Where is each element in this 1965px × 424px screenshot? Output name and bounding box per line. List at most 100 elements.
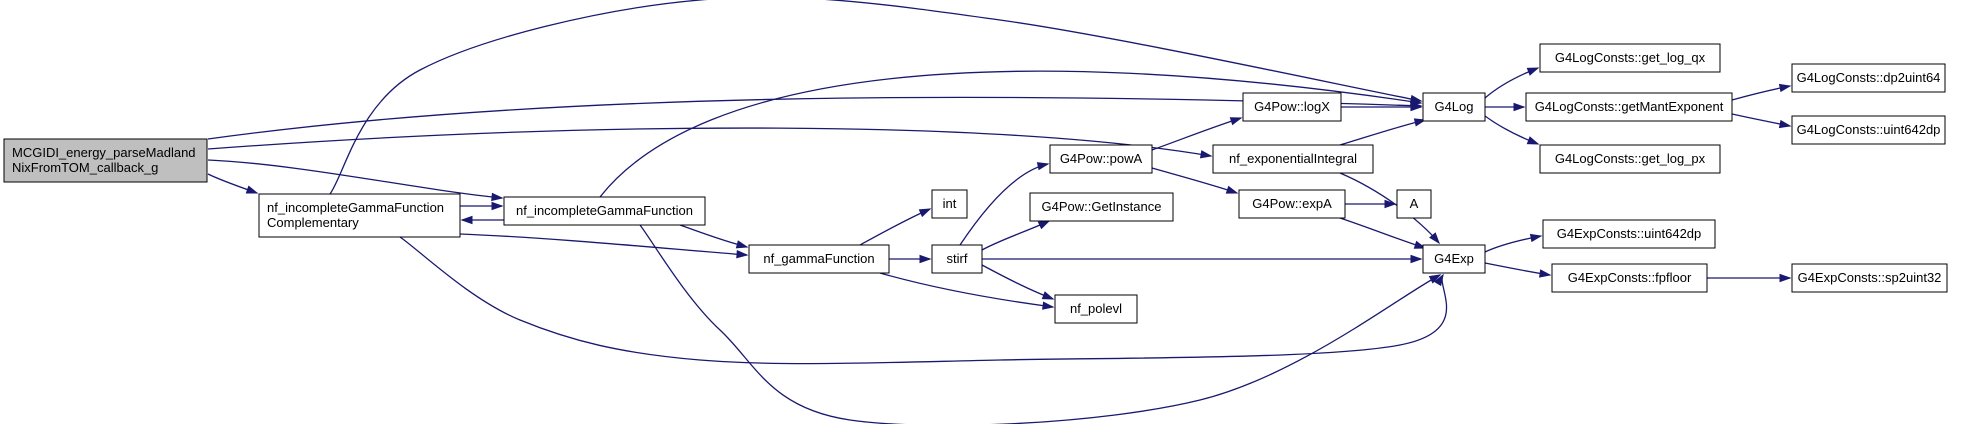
- node-getLogPx[interactable]: G4LogConsts::get_log_px: [1539, 144, 1721, 174]
- node-dp2u64[interactable]: G4LogConsts::dp2uint64: [1791, 63, 1946, 93]
- node-G4Log[interactable]: G4Log: [1422, 92, 1486, 122]
- edge-arrowhead: [245, 185, 259, 194]
- edge-line: [599, 70, 1422, 198]
- edge-line: [879, 272, 1054, 308]
- edge-arrowhead: [1778, 119, 1792, 129]
- edge-igf-to-G4Log: [599, 70, 1423, 198]
- edge-arrowhead: [1429, 232, 1440, 245]
- node-label: nf_exponentialIntegral: [1229, 151, 1357, 166]
- node-box[interactable]: [1542, 219, 1716, 249]
- node-u642dpExp[interactable]: G4ExpConsts::uint642dp: [1542, 219, 1716, 249]
- edge-G4Log-to-getLogQx: [1484, 67, 1540, 99]
- edge-stirf-to-polevl: [981, 264, 1055, 300]
- edge-arrowhead: [1778, 83, 1792, 93]
- nodes-layer: MCGIDI_energy_parseMadlandNixFromTOM_cal…: [3, 43, 1948, 324]
- node-box[interactable]: [931, 244, 983, 274]
- node-box[interactable]: [1791, 115, 1946, 145]
- edge-root-to-igf: [207, 159, 504, 202]
- node-G4Exp[interactable]: G4Exp: [1422, 244, 1486, 274]
- node-box[interactable]: [1212, 144, 1374, 174]
- node-label: nf_incompleteGammaFunction: [516, 203, 693, 218]
- node-gamma[interactable]: nf_gammaFunction: [748, 244, 890, 274]
- edge-arrowhead: [491, 192, 504, 202]
- edge-arrowhead: [1413, 118, 1427, 127]
- node-label: Complementary: [267, 215, 359, 230]
- node-getLogQx[interactable]: G4LogConsts::get_log_qx: [1539, 43, 1721, 73]
- node-getInst[interactable]: G4Pow::GetInstance: [1029, 192, 1174, 222]
- node-fpfloor[interactable]: G4ExpConsts::fpfloor: [1551, 263, 1708, 293]
- node-box[interactable]: [503, 196, 706, 226]
- edge-igfc-to-igf: [460, 201, 504, 211]
- edge-arrowhead: [1413, 240, 1427, 249]
- node-igf[interactable]: nf_incompleteGammaFunction: [503, 196, 706, 226]
- node-box[interactable]: [1551, 263, 1708, 293]
- node-A[interactable]: A: [1396, 189, 1432, 219]
- node-powA[interactable]: G4Pow::powA: [1049, 144, 1153, 174]
- node-box[interactable]: [1791, 263, 1948, 293]
- node-box[interactable]: [1396, 189, 1432, 219]
- edge-arrowhead: [918, 208, 932, 218]
- edge-igf-to-igfc: [460, 215, 504, 225]
- edge-expA-to-A: [1345, 199, 1397, 209]
- edge-arrowhead: [1410, 254, 1423, 264]
- edge-arrowhead: [460, 215, 473, 225]
- node-box[interactable]: [1054, 294, 1138, 324]
- edge-powA-to-logX: [1151, 117, 1243, 151]
- edge-arrowhead: [1384, 199, 1397, 209]
- edge-line: [981, 220, 1050, 251]
- node-label: G4Exp: [1434, 251, 1474, 266]
- node-box[interactable]: [1242, 92, 1342, 122]
- node-sp2u32[interactable]: G4ExpConsts::sp2uint32: [1791, 263, 1948, 293]
- edge-igfc-to-G4Exp: [399, 236, 1448, 365]
- node-label: G4LogConsts::get_log_px: [1555, 151, 1706, 166]
- node-box[interactable]: [1539, 43, 1721, 73]
- node-logX[interactable]: G4Pow::logX: [1242, 92, 1342, 122]
- edge-igf-to-gamma: [679, 224, 749, 249]
- node-polevl[interactable]: nf_polevl: [1054, 294, 1138, 324]
- node-box[interactable]: [1422, 244, 1486, 274]
- edge-line: [1339, 217, 1426, 249]
- edge-stirf-to-getInst: [981, 220, 1051, 251]
- node-label: G4LogConsts::uint642dp: [1797, 122, 1941, 137]
- node-box[interactable]: [1422, 92, 1486, 122]
- node-label: G4LogConsts::get_log_qx: [1555, 50, 1706, 65]
- node-box[interactable]: [931, 189, 968, 219]
- node-label: nf_gammaFunction: [763, 251, 874, 266]
- node-box[interactable]: [748, 244, 890, 274]
- edge-line: [1339, 119, 1426, 146]
- node-label: NixFromTOM_callback_g: [12, 160, 158, 175]
- edge-line: [981, 264, 1054, 300]
- edge-arrowhead: [736, 250, 749, 259]
- edge-root-to-igfc: [207, 173, 259, 194]
- node-box[interactable]: [258, 193, 461, 238]
- node-u642dpLog[interactable]: G4LogConsts::uint642dp: [1791, 115, 1946, 145]
- node-stirf[interactable]: stirf: [931, 244, 983, 274]
- node-expInt[interactable]: nf_exponentialIntegral: [1212, 144, 1374, 174]
- node-expA[interactable]: G4Pow::expA: [1238, 189, 1346, 219]
- edges-layer: [207, 0, 1792, 424]
- node-box[interactable]: [1791, 63, 1946, 93]
- node-box[interactable]: [3, 138, 208, 183]
- edge-line: [207, 127, 1212, 157]
- node-box[interactable]: [1029, 192, 1174, 222]
- edge-logX-to-G4Log: [1341, 102, 1423, 112]
- node-box[interactable]: [1049, 144, 1153, 174]
- edge-line: [329, 0, 1422, 195]
- node-box[interactable]: [1539, 144, 1721, 174]
- edge-G4Exp-to-u642dpExp: [1484, 233, 1543, 253]
- node-label: nf_polevl: [1070, 301, 1122, 316]
- edge-getMant-to-dp2u64: [1731, 83, 1792, 101]
- edge-arrowhead: [1229, 117, 1243, 126]
- node-root[interactable]: MCGIDI_energy_parseMadlandNixFromTOM_cal…: [3, 138, 208, 183]
- node-int[interactable]: int: [931, 189, 968, 219]
- node-getMant[interactable]: G4LogConsts::getMantExponent: [1525, 92, 1733, 122]
- node-label: MCGIDI_energy_parseMadland: [12, 145, 196, 160]
- edge-G4Exp-to-fpfloor: [1484, 262, 1552, 278]
- node-box[interactable]: [1525, 92, 1733, 122]
- edge-arrowhead: [1410, 102, 1423, 112]
- edge-arrowhead: [1225, 185, 1239, 194]
- node-box[interactable]: [1238, 189, 1346, 219]
- node-label: G4Pow::logX: [1254, 99, 1330, 114]
